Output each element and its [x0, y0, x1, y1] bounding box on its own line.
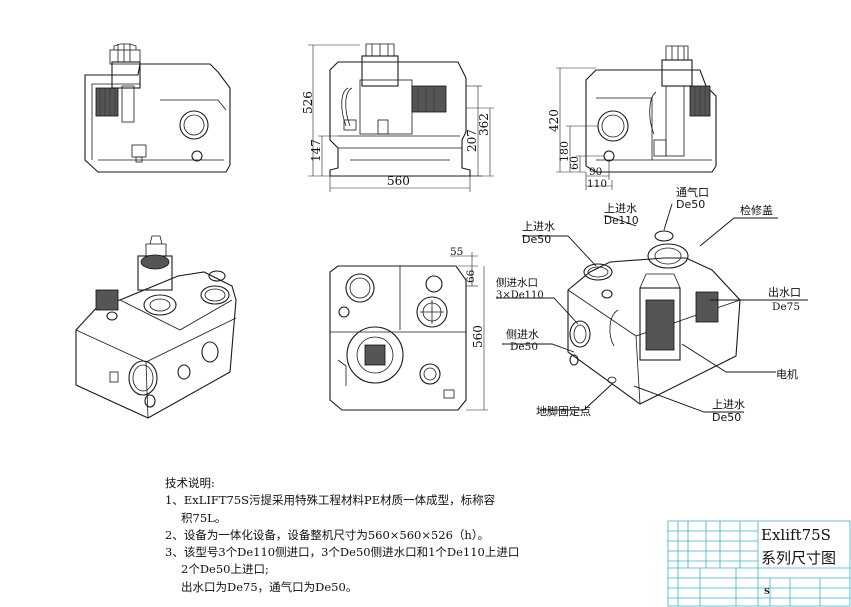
- notes-line2: 2、设备为一体化设备，设备整机尺寸为560×560×526（h）。: [165, 527, 490, 542]
- dim-side-low: 60: [568, 156, 581, 170]
- motor-icon: [95, 87, 119, 117]
- view-right-elevation: 420 180 60 90 110: [547, 45, 717, 190]
- motor-icon: [411, 85, 447, 113]
- view-front-elevation: 526 147 207 362 560: [301, 43, 494, 192]
- label-side-inlet2-size: De50: [510, 341, 538, 353]
- label-side-inlet-size: 3×De110: [496, 290, 544, 301]
- dim-side-height: 420: [547, 109, 561, 132]
- notes-line3b: 2个De50上进口;: [181, 562, 269, 577]
- dim-side-w1: 90: [589, 166, 602, 178]
- label-top-inlet3-size: De50: [712, 411, 741, 424]
- technical-notes: 技术说明: 1、ExLIFT75S污提采用特殊工程材料PE材质一体成型，标称容 …: [165, 475, 565, 596]
- outlet-pipe-icon: [95, 289, 119, 311]
- title-line1: Exlift75S: [761, 526, 831, 544]
- label-motor-name: 电机: [776, 367, 798, 381]
- label-vent-size: De50: [676, 198, 705, 211]
- label-side-inlet2-name: 侧进水: [506, 328, 539, 341]
- label-anchor-name: 地脚固定点: [536, 404, 591, 418]
- outlet-pipe-icon: [695, 291, 719, 323]
- dim-top-d1: 55: [450, 246, 463, 258]
- view-isometric-right: [496, 203, 808, 413]
- dim-side-w2: 110: [587, 178, 607, 190]
- motor-icon: [140, 254, 170, 270]
- notes-line3: 3、该型号3个De110侧进口，3个De50侧进水口和1个De110上进口: [165, 545, 520, 560]
- title-block-frame: S: [667, 520, 851, 607]
- label-vent-name: 通气口: [676, 185, 709, 199]
- dim-front-width: 560: [387, 174, 410, 188]
- notes-line3c: 出水口为De75，通气口为De50。: [181, 579, 358, 594]
- label-outlet-size: De75: [772, 301, 800, 313]
- dim-top-d2: 66: [465, 269, 477, 283]
- label-outlet-name: 出水口: [768, 285, 801, 299]
- dim-front-height: 526: [301, 91, 315, 114]
- dim-top-depth: 560: [471, 325, 485, 348]
- notes-line1b: 积75L。: [181, 510, 227, 525]
- dim-front-mid: 207: [465, 129, 479, 152]
- label-top-inlet-size: De110: [604, 215, 639, 227]
- label-top-inlet-name: 上进水: [604, 202, 637, 215]
- label-top-inlet3-name: 上进水: [712, 398, 745, 411]
- label-side-inlet-name: 侧进水口: [496, 276, 538, 289]
- callout-labels: 通气口 De50 上进水 De110 上进水 De50 检修盖 侧进水口 3×D…: [496, 185, 801, 424]
- dim-front-low: 147: [309, 139, 323, 162]
- label-top-inlet2-name: 上进水: [522, 220, 555, 233]
- title-line2: 系列尺寸图: [761, 549, 837, 567]
- view-left-elevation: [84, 43, 231, 173]
- label-cover-name: 检修盖: [740, 203, 773, 217]
- drawing-title: Exlift75S 系列尺寸图: [761, 524, 836, 570]
- notes-line1: 1、ExLIFT75S污提采用特殊工程材料PE材质一体成型，标称容: [165, 493, 496, 508]
- title-block-scale: S: [764, 586, 770, 596]
- motor-top-icon: [364, 344, 386, 366]
- notes-heading: 技术说明:: [165, 476, 215, 490]
- view-top-plan: 55 66 560: [329, 246, 488, 411]
- motor-icon: [645, 299, 675, 351]
- view-isometric-left: [75, 235, 237, 419]
- dim-front-inlet: 362: [477, 113, 491, 136]
- label-top-inlet2-size: De50: [522, 233, 551, 246]
- dim-side-mid: 180: [558, 141, 571, 162]
